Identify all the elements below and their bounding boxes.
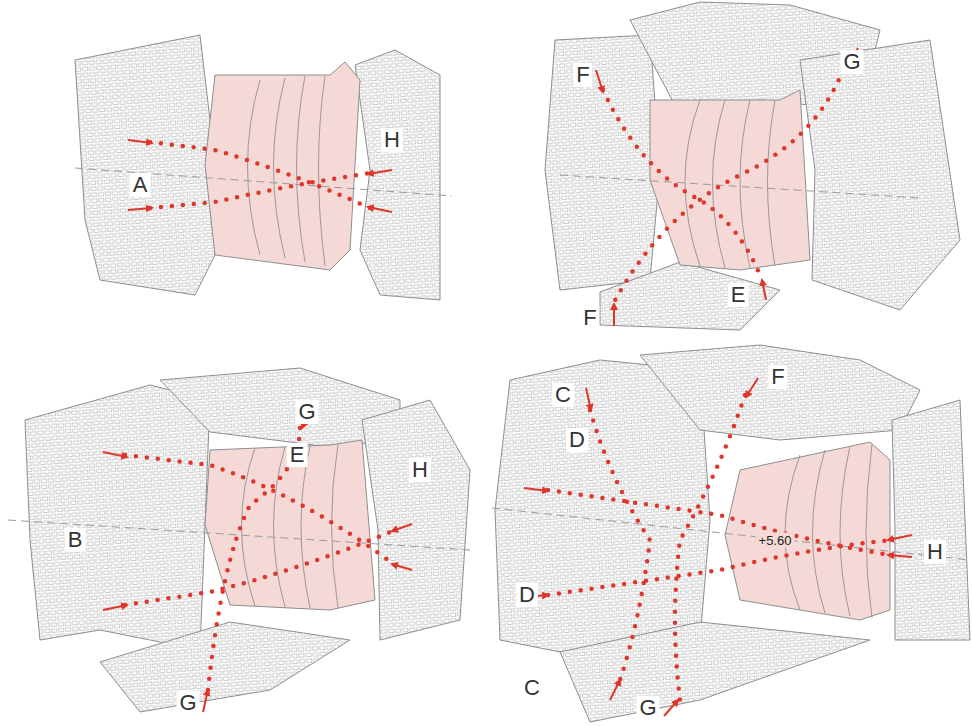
entrance-letter: E [728, 283, 749, 307]
entrance-letter: G [176, 691, 199, 715]
entrance-letter: H [924, 540, 946, 564]
entrance-letter: G [636, 696, 659, 720]
entrance-letter: F [768, 365, 787, 389]
entrance-letter: C [552, 383, 574, 407]
entrance-letter: E [287, 443, 308, 467]
entrance-letter: D [516, 583, 538, 607]
entrance-letter: C [521, 676, 543, 700]
entrance-letter: H [409, 458, 431, 482]
entrance-letter: G [295, 400, 318, 424]
entrance-letter: H [381, 128, 403, 152]
entrance-letter: D [566, 428, 588, 452]
entrance-letter: F [573, 63, 592, 87]
elevation-label: +5.60 [756, 533, 795, 548]
entrance-letter: B [65, 528, 86, 552]
entrance-letter: F [580, 306, 599, 330]
entrance-letter: G [840, 50, 863, 74]
entrance-letter: A [130, 173, 151, 197]
